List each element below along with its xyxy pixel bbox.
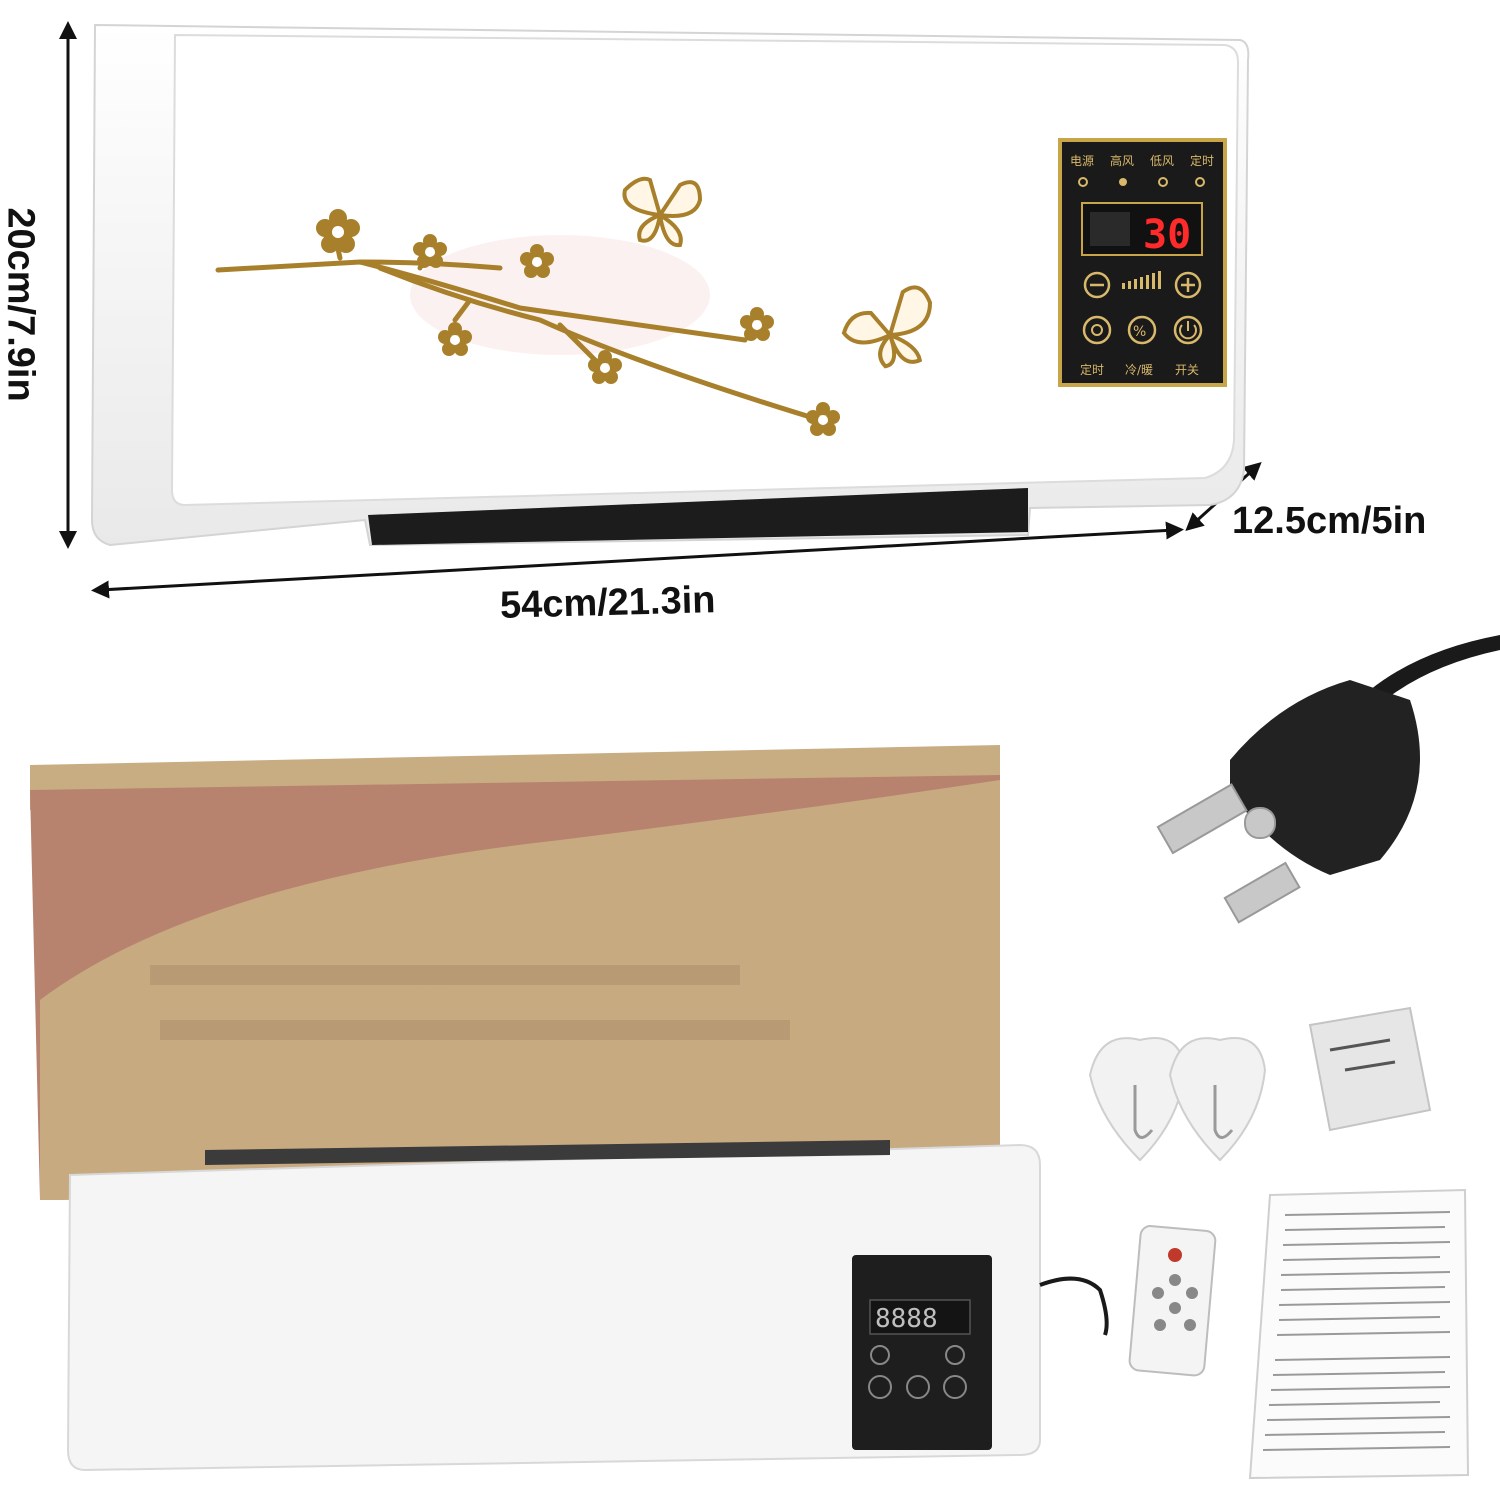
plus-icon [1174, 271, 1202, 299]
panel-label-top-2: 高风 [1110, 153, 1134, 168]
timer-icon [1082, 315, 1112, 345]
minus-icon [1083, 271, 1111, 299]
depth-label: 12.5cm/5in [1232, 500, 1427, 542]
mode-icon: % [1127, 315, 1157, 345]
control-panel: 电源 高风 低风 定时 30 % 定时 冷/暖 开关 [1058, 138, 1227, 387]
power-icon [1173, 315, 1203, 345]
screw-bag [1308, 1006, 1432, 1132]
second-display: 8888 [875, 1304, 938, 1334]
heater-unit-front: 8888 [66, 1140, 1109, 1472]
width-arrow [91, 521, 1184, 599]
level-bars [1122, 271, 1161, 289]
indicator-led [1195, 177, 1205, 187]
panel-label-top-1: 电源 [1070, 154, 1094, 168]
panel-label-top-3: 低风 [1150, 154, 1174, 168]
width-label: 54cm/21.3in [499, 579, 716, 627]
hook-icon [1088, 1037, 1267, 1162]
indicator-led [1119, 178, 1127, 186]
indicator-led [1158, 177, 1168, 187]
flower-icon [316, 209, 840, 436]
panel-label-top-4: 定时 [1190, 153, 1214, 168]
indicator-led [1078, 177, 1088, 187]
remote-icon [1128, 1225, 1217, 1377]
svg-text:%: % [1133, 324, 1146, 340]
cardboard-box [30, 745, 1000, 1200]
panel-label-bottom-1: 定时 [1080, 362, 1104, 377]
butterfly-icon [622, 176, 932, 369]
height-label: 20cm/7.9in [0, 207, 42, 402]
panel-label-bottom-3: 开关 [1175, 363, 1199, 377]
panel-label-bottom-2: 冷/暖 [1125, 363, 1153, 377]
temperature-readout: 30 [1143, 212, 1191, 258]
plug-icon [1156, 635, 1500, 924]
manual [1248, 1188, 1470, 1480]
